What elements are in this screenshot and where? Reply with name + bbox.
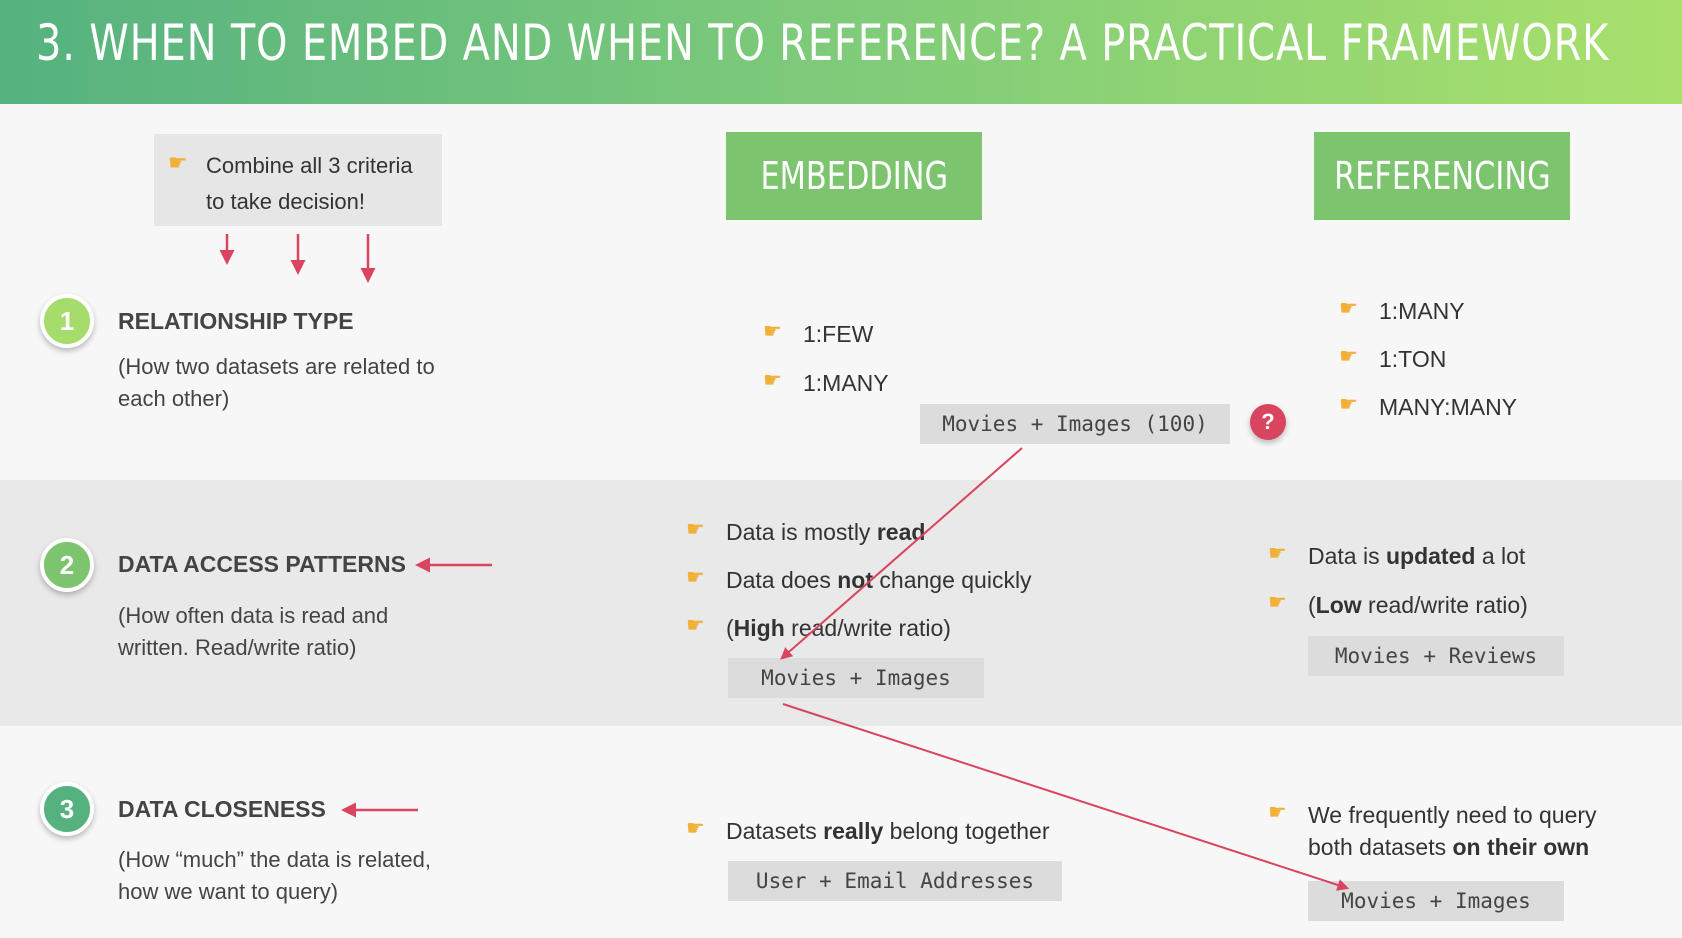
criterion-number-3: 3	[40, 782, 94, 836]
pointing-hand-icon: ☛	[686, 566, 705, 589]
criterion-desc-3: (How “much” the data is related, how we …	[118, 847, 432, 904]
question-icon: ?	[1250, 404, 1286, 440]
criterion-desc-2: (How often data is read and written. Rea…	[118, 603, 389, 660]
connector-arrow	[782, 703, 1350, 891]
ref-access-bullet-1: ☛ Data is updated a lot	[1268, 542, 1526, 569]
pointing-hand-icon: ☛	[686, 817, 705, 840]
criterion-number-1: 1	[40, 294, 94, 348]
pointing-hand-icon: ☛	[763, 369, 782, 392]
pointing-hand-icon: ☛	[1339, 297, 1358, 320]
ref-access-example: Movies + Reviews	[1308, 636, 1564, 676]
page-title: 3. WHEN TO EMBED AND WHEN TO REFERENCE? …	[36, 14, 1610, 72]
embed-access-bullet-1: ☛ Data is mostly read	[686, 518, 926, 545]
embed-close-bullet-1: ☛ Datasets really belong together	[686, 817, 1050, 844]
pointing-hand-icon: ☛	[1339, 393, 1358, 416]
ref-access-bullet-2: ☛ (Low read/write ratio)	[1268, 591, 1528, 618]
pointing-hand-icon: ☛	[686, 614, 705, 637]
embed-access-bullet-2: ☛ Data does not change quickly	[686, 566, 1032, 593]
header-banner: 3. WHEN TO EMBED AND WHEN TO REFERENCE? …	[0, 0, 1682, 104]
embed-close-example: User + Email Addresses	[728, 861, 1062, 901]
connector-arrow	[780, 447, 1023, 660]
embed-rel-bullet-1: ☛ 1:FEW	[763, 320, 874, 347]
tip-text: Combine all 3 criteria to take decision!	[206, 153, 413, 214]
pointing-hand-icon: ☛	[1268, 801, 1287, 824]
referencing-header: REFERENCING	[1314, 132, 1570, 220]
ref-close-example: Movies + Images	[1308, 881, 1564, 921]
embed-access-example: Movies + Images	[728, 658, 984, 698]
tip-box: ☛ Combine all 3 criteria to take decisio…	[154, 134, 442, 226]
ref-rel-bullet-3: ☛ MANY:MANY	[1339, 393, 1518, 420]
criterion-title-3: DATA CLOSENESS	[118, 796, 326, 822]
criterion-number-2: 2	[40, 538, 94, 592]
pointing-hand-icon: ☛	[763, 320, 782, 343]
criterion-title-2: DATA ACCESS PATTERNS	[118, 551, 406, 577]
ref-rel-bullet-2: ☛ 1:TON	[1339, 345, 1447, 372]
pointing-hand-icon: ☛	[686, 518, 705, 541]
ref-close-bullet-1-line2: both datasets on their own	[1308, 834, 1590, 860]
pointing-hand-icon: ☛	[1268, 591, 1287, 614]
pointing-hand-icon: ☛	[168, 150, 188, 175]
embedding-header: EMBEDDING	[726, 132, 982, 220]
embed-rel-example: Movies + Images (100)	[920, 404, 1230, 444]
criterion-desc-1: (How two datasets are related to each ot…	[118, 354, 435, 411]
pointing-hand-icon: ☛	[1339, 345, 1358, 368]
pointing-hand-icon: ☛	[1268, 542, 1287, 565]
criterion-title-1: RELATIONSHIP TYPE	[118, 308, 354, 334]
ref-close-bullet-1: ☛ We frequently need to query	[1268, 801, 1597, 828]
embed-rel-bullet-2: ☛ 1:MANY	[763, 369, 889, 396]
ref-rel-bullet-1: ☛ 1:MANY	[1339, 297, 1465, 324]
